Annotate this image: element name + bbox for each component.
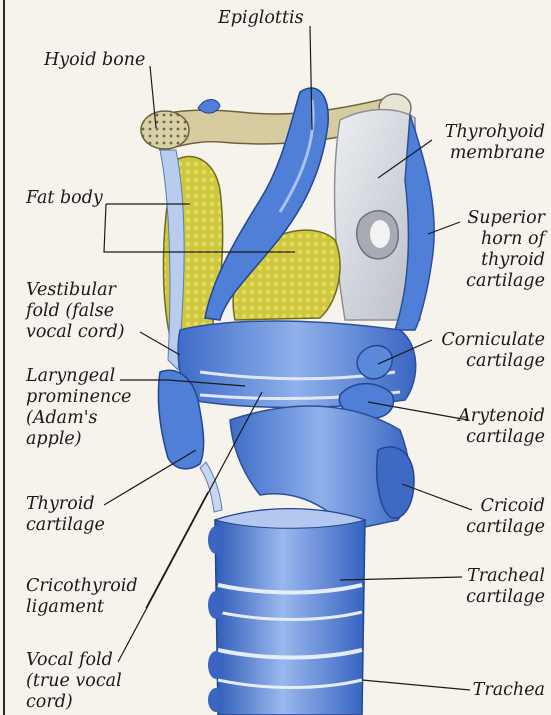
leader-trachea (362, 680, 470, 690)
label-thyrohyoid-membrane: Thyrohyoid membrane (445, 122, 545, 164)
leader-cricothyroid (146, 492, 208, 608)
label-vocal-fold: Vocal fold (true vocal cord) (26, 650, 122, 713)
label-trachea: Trachea (473, 680, 545, 701)
label-cricoid-cartilage: Cricoid cartilage (466, 496, 545, 538)
label-thyroid-cartilage: Thyroid cartilage (26, 494, 105, 536)
label-vestibular-fold: Vestibular fold (false vocal cord) (26, 280, 125, 343)
label-corniculate-cartilage: Corniculate cartilage (441, 330, 545, 372)
corniculate-shape (357, 346, 392, 379)
label-epiglottis: Epiglottis (218, 8, 304, 29)
label-fat-body: Fat body (26, 188, 103, 209)
membrane-foramen-inner (370, 220, 390, 248)
label-superior-horn: Superior horn of thyroid cartilage (466, 208, 545, 292)
label-tracheal-cartilage: Tracheal cartilage (466, 566, 545, 608)
label-arytenoid-cartilage: Arytenoid cartilage (458, 406, 545, 448)
leader-thyroid (104, 450, 196, 505)
label-cricothyroid-ligament: Cricothyroid ligament (26, 576, 138, 618)
label-laryngeal-prominence: Laryngeal prominence (Adam's apple) (26, 366, 131, 450)
label-hyoid-bone: Hyoid bone (44, 50, 145, 71)
